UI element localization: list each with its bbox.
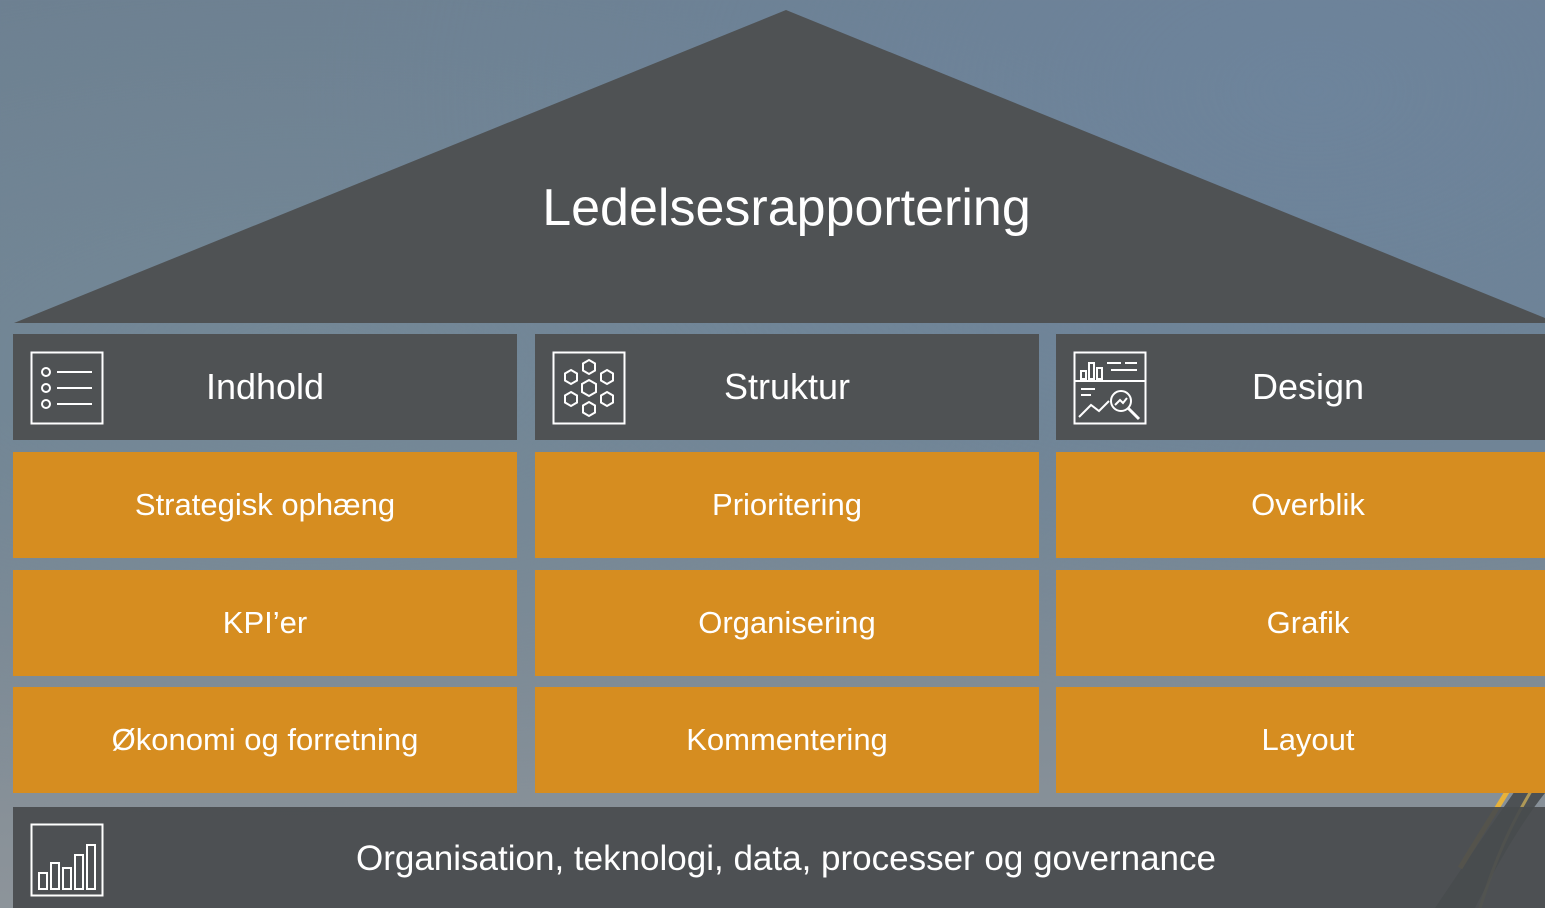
pillar-item-label: Layout <box>1261 722 1355 757</box>
pillar-header-label: Design <box>1251 366 1365 407</box>
pillar-item: Grafik <box>1056 570 1545 676</box>
pillar-header-label: Indhold <box>205 366 325 407</box>
hexagon-network-icon <box>552 351 626 425</box>
pillar-item-label: Overblik <box>1251 487 1365 522</box>
pillar-header-indhold: Indhold <box>13 334 517 440</box>
checklist-icon <box>30 351 104 425</box>
pillar-item: Overblik <box>1056 452 1545 558</box>
pillar-header-design: Design <box>1056 334 1545 440</box>
pillar-item: Organisering <box>535 570 1039 676</box>
pillar-item: Layout <box>1056 687 1545 793</box>
pillar-item-label: Grafik <box>1266 605 1350 640</box>
pillar-item: Strategisk ophæng <box>13 452 517 558</box>
foundation-label: Organisation, teknologi, data, processer… <box>356 839 1216 878</box>
chart-magnifier-icon <box>1073 351 1147 425</box>
pillar-header-label: Struktur <box>723 366 851 407</box>
pillar-header-struktur: Struktur <box>535 334 1039 440</box>
diagram-title: Ledelsesrapportering <box>542 179 1031 237</box>
pillar-item: Økonomi og forretning <box>13 687 517 793</box>
pillar-item: KPI’er <box>13 570 517 676</box>
bar-chart-icon <box>30 823 104 897</box>
foundation-bar: Organisation, teknologi, data, processer… <box>13 807 1545 908</box>
roof <box>14 10 1545 323</box>
pillar-item: Kommentering <box>535 687 1039 793</box>
pillar-item: Prioritering <box>535 452 1039 558</box>
